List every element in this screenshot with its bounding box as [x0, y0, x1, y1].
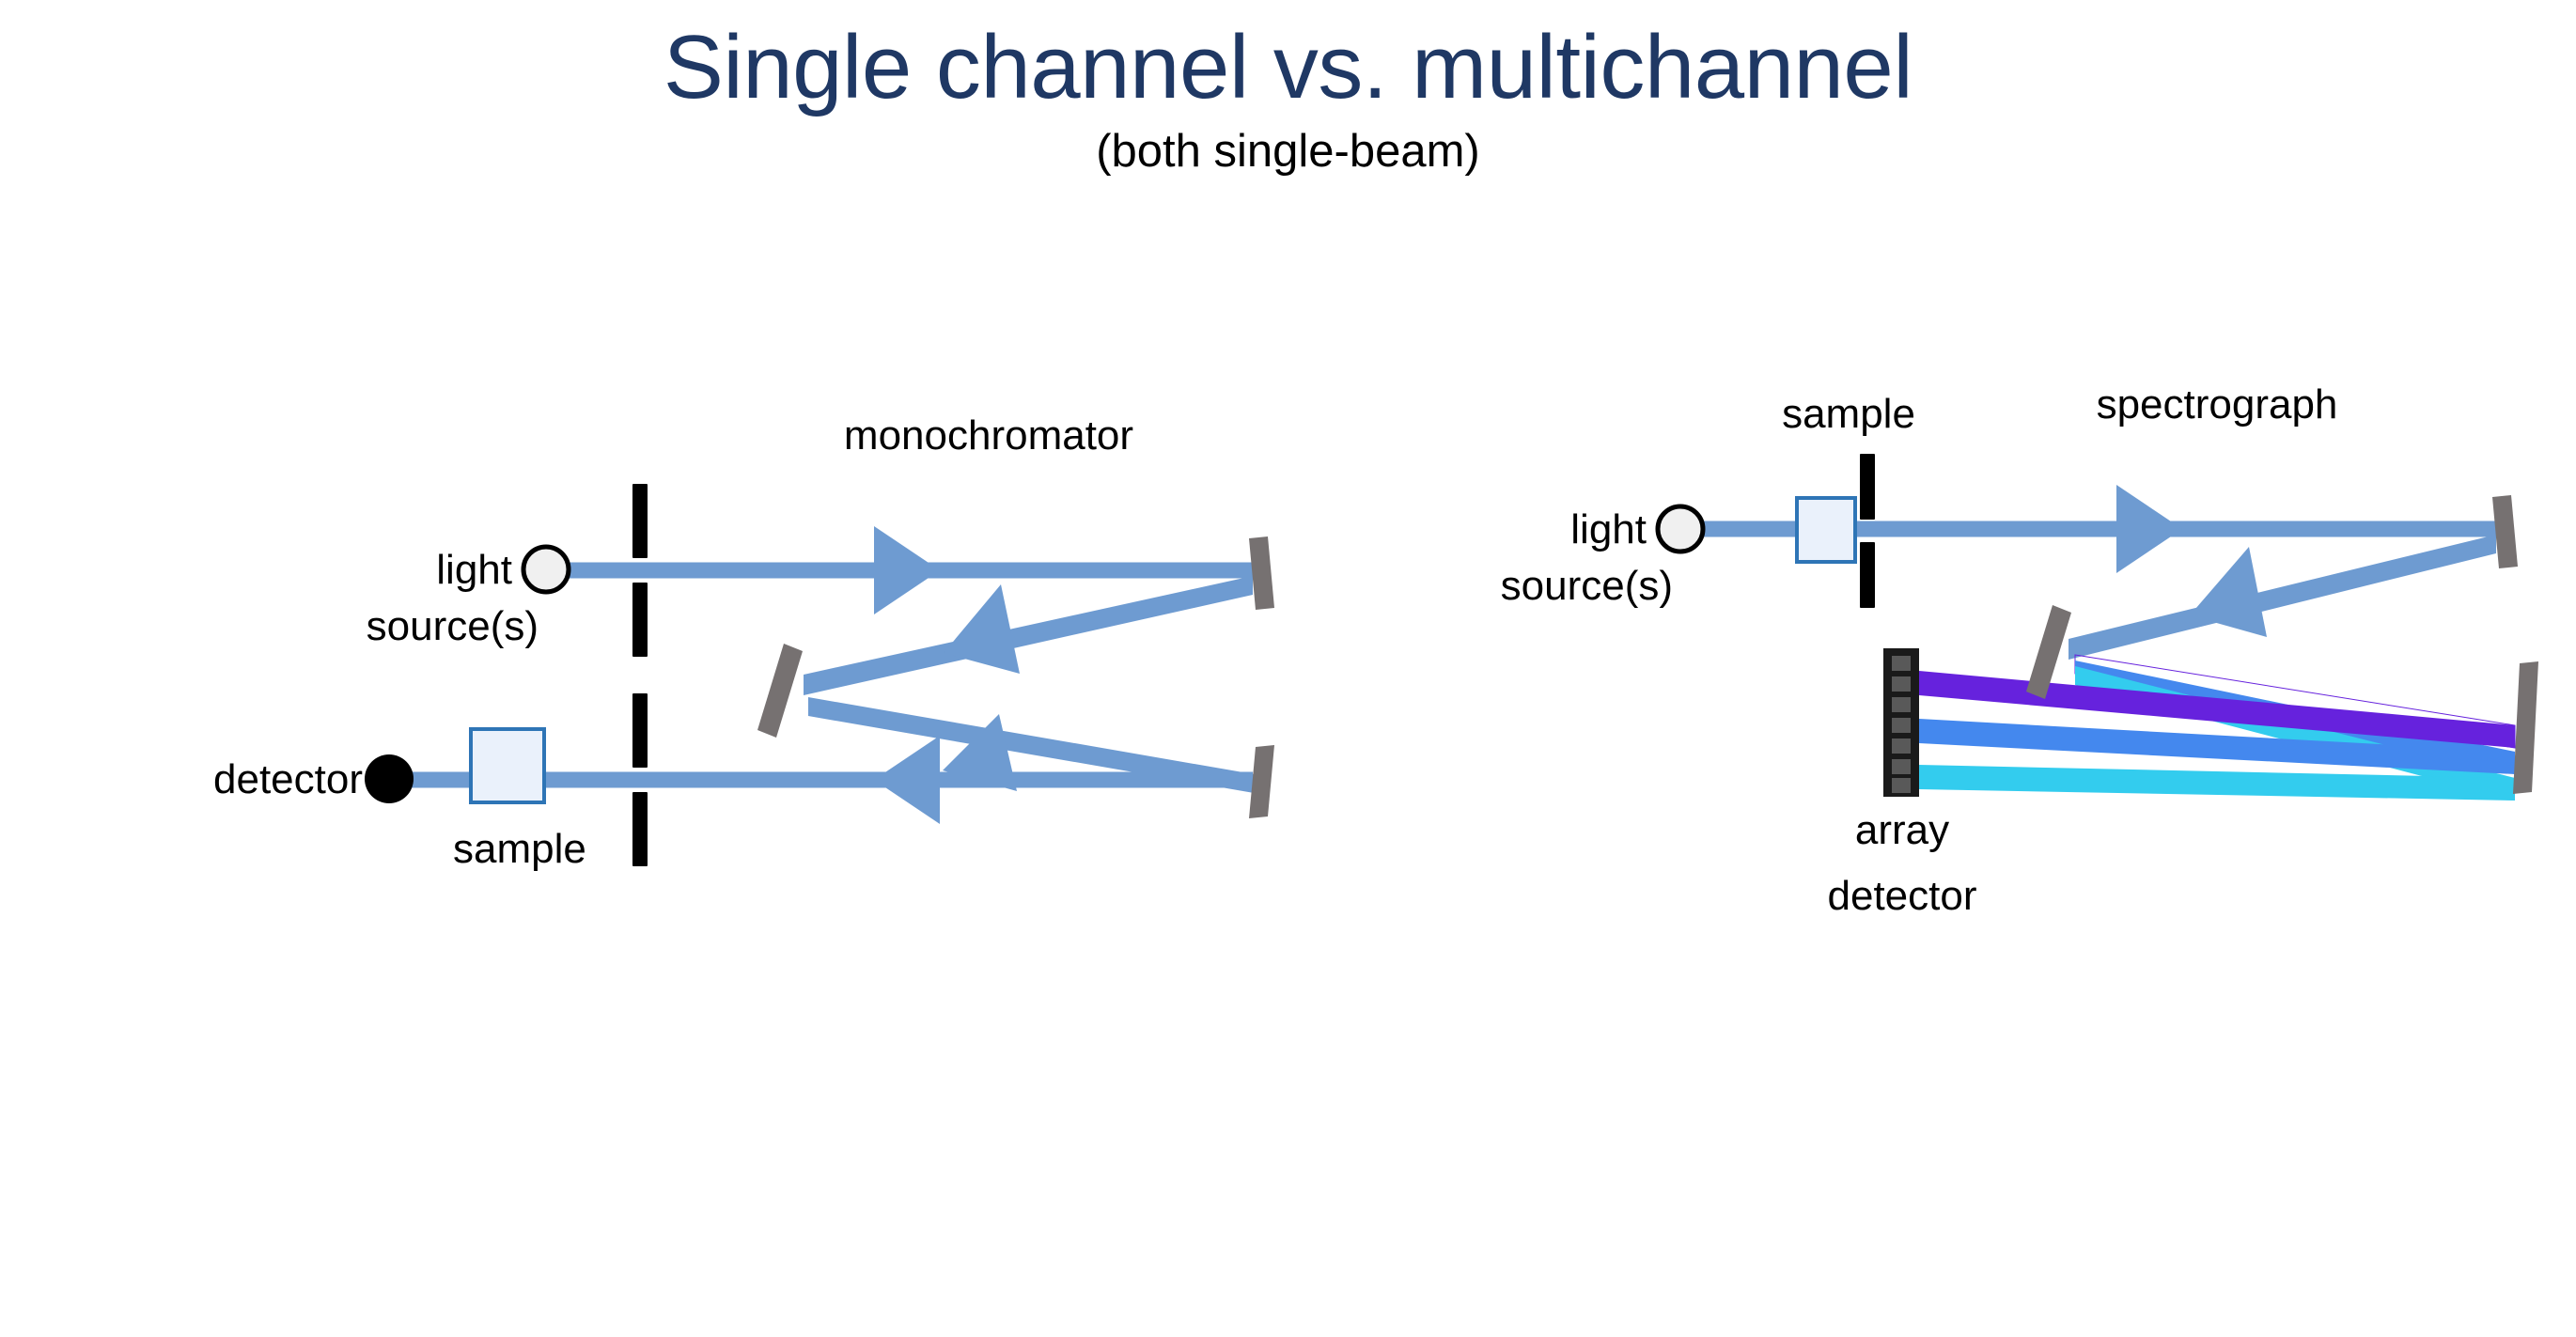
- array-pixel: [1892, 718, 1911, 733]
- right-diagram-multichannel: spectrograph sample light source(s): [1501, 381, 2538, 919]
- detector-dot: [365, 754, 414, 803]
- array-detector-label-line2: detector: [1828, 873, 1977, 919]
- sample-cuvette-right: [1795, 496, 1857, 564]
- exit-slit-lower-jaw: [632, 792, 648, 866]
- array-pixel: [1892, 778, 1911, 793]
- light-source-label-line2-right: source(s): [1501, 563, 1673, 609]
- light-source-bulb-right: [1655, 504, 1706, 554]
- page-subtitle: (both single-beam): [1096, 125, 1480, 177]
- entrance-slit-upper-jaw: [632, 484, 648, 558]
- array-pixel: [1892, 676, 1911, 692]
- entrance-slit-lower-jaw-right: [1860, 542, 1875, 608]
- dispersed-beam-violet-in: [1919, 671, 2515, 748]
- beam-top-mirror-to-left-mirror-right: [2069, 535, 2496, 660]
- title-block: Single channel vs. multichannel (both si…: [0, 17, 2576, 178]
- array-detector-label-line1: array: [1855, 807, 1949, 853]
- beam-arrow-left-upper-right: [2190, 547, 2267, 637]
- monochromator-label: monochromator: [844, 412, 1133, 459]
- sample-label: sample: [453, 826, 586, 872]
- sample-cuvette: [469, 727, 546, 804]
- bottom-right-mirror: [1249, 745, 1274, 818]
- top-right-mirror: [1249, 536, 1274, 610]
- beam-arrow-left-upper: [944, 584, 1020, 674]
- beam-left-mirror-to-bottom-mirror: [808, 697, 1259, 794]
- light-source-bulb: [521, 544, 571, 595]
- array-pixel: [1892, 656, 1911, 671]
- beam-arrow-right-top-right: [2116, 485, 2182, 573]
- sample-label-right: sample: [1782, 391, 1915, 437]
- left-diagram-single-channel: monochromator light source(s) detector: [213, 412, 1274, 872]
- array-detector-pixels: [1892, 656, 1911, 793]
- page-title: Single channel vs. multichannel: [663, 17, 1913, 117]
- entrance-slit-lower-jaw: [632, 583, 648, 657]
- array-pixel: [1892, 759, 1911, 774]
- array-pixel: [1892, 738, 1911, 754]
- dispersed-beam-blue-in: [1919, 719, 2515, 774]
- detector-label: detector: [213, 756, 363, 802]
- left-mirror-right: [2026, 605, 2071, 699]
- beam-arrow-left-bottom: [874, 736, 940, 824]
- beam-top-mirror-to-left-mirror: [804, 576, 1253, 695]
- top-right-mirror-right: [2492, 495, 2518, 568]
- light-source-label-line1: light: [436, 547, 512, 593]
- light-source-label-line1-right: light: [1570, 506, 1647, 552]
- light-source-label-line2: source(s): [367, 603, 539, 649]
- array-pixel: [1892, 697, 1911, 712]
- dispersed-beam-cyan-in: [1919, 765, 2515, 801]
- exit-slit-upper-jaw: [632, 693, 648, 768]
- beam-arrow-right-top: [874, 526, 940, 614]
- lower-right-mirror: [2513, 661, 2538, 794]
- spectrograph-label: spectrograph: [2097, 381, 2338, 428]
- left-mirror: [757, 644, 803, 738]
- entrance-slit-upper-jaw-right: [1860, 454, 1875, 520]
